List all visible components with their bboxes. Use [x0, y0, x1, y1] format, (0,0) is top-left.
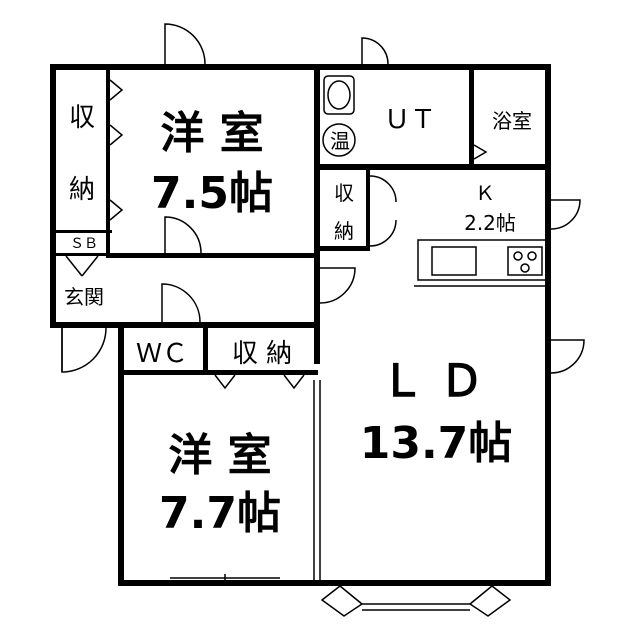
- room-name-kitchen: Ｋ: [475, 181, 495, 205]
- room-size-western-2: 7.7帖: [159, 488, 281, 539]
- room-name-bath: 浴室: [492, 109, 532, 133]
- room-name-western-1: 洋 室: [160, 108, 263, 159]
- labels: 洋 室 7.5帖 洋 室 7.7帖 Ｌ Ｄ 13.7帖 Ｋ 2.2帖 ＵＴ 浴室…: [64, 103, 532, 539]
- room-name-ut: ＵＴ: [384, 105, 436, 135]
- storage-2-line1: 収: [334, 181, 354, 205]
- storage-2-line2: 納: [334, 219, 354, 243]
- outer-walls: [50, 64, 551, 586]
- room-size-western-1: 7.5帖: [151, 168, 273, 219]
- room-name-western-2: 洋 室: [168, 430, 271, 481]
- room-size-ld: 13.7帖: [360, 418, 513, 469]
- storage-1-line1: 収: [69, 103, 95, 133]
- interior-walls: [56, 64, 551, 580]
- water-heater-label: 温: [330, 129, 350, 153]
- room-size-kitchen: 2.2帖: [464, 211, 516, 235]
- shoe-box-label: ＳＢ: [70, 236, 98, 252]
- storage-3-label: 収 納: [232, 339, 292, 369]
- fixtures: [65, 75, 547, 281]
- room-name-ld: Ｌ Ｄ: [380, 356, 483, 407]
- wc-label: ＷＣ: [136, 339, 188, 369]
- storage-1-line2: 納: [69, 175, 95, 205]
- entrance-label: 玄関: [64, 285, 104, 309]
- doors: [61, 23, 585, 617]
